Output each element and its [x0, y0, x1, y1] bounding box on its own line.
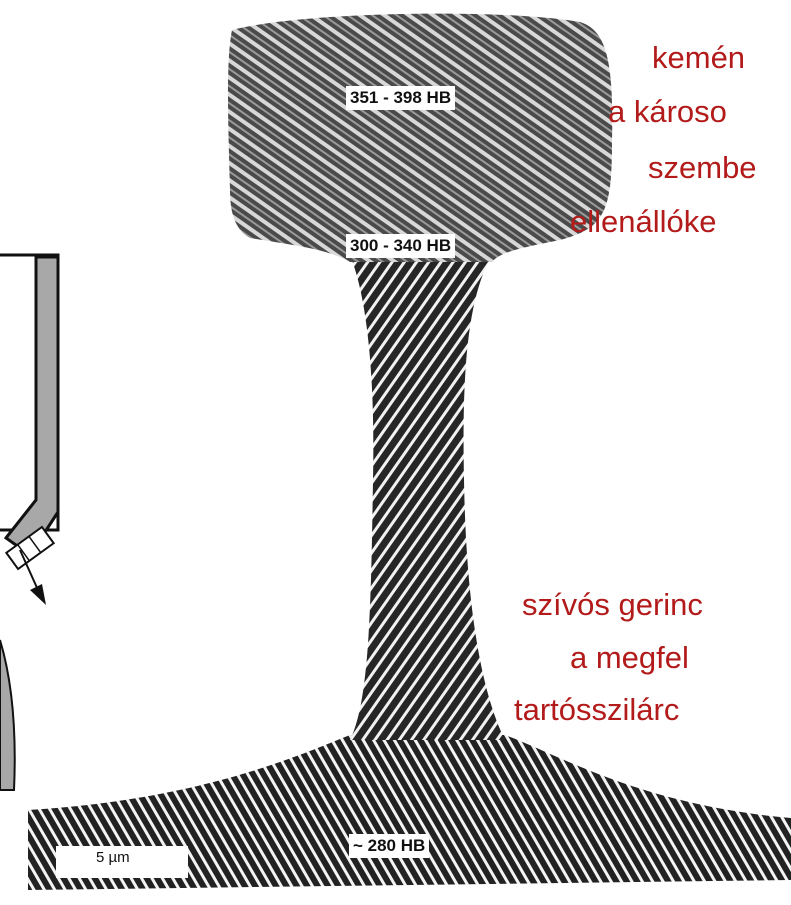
- web-annotation-line-3: tartósszilárc: [514, 690, 679, 729]
- head-annotation-line-2: a károso: [608, 92, 727, 131]
- web-annotation-line-1: szívós gerinc: [522, 585, 703, 624]
- arrow-head-icon: [30, 584, 46, 605]
- head-annotation-line-4: ellenállóke: [570, 202, 717, 241]
- schematic-wheel-edge: [0, 640, 15, 790]
- web-annotation: szívós gerinc a megfel tartósszilárc: [500, 580, 791, 760]
- web-annotation-line-2: a megfel: [570, 638, 689, 677]
- hardness-label-head-bottom: 300 - 340 HB: [346, 234, 455, 258]
- hardness-label-head-top: 351 - 398 HB: [346, 86, 455, 110]
- schematic-inner-line: [6, 257, 36, 538]
- head-annotation-line-1: kemén: [652, 38, 745, 77]
- schematic-gray-wall: [6, 257, 58, 555]
- scale-bar-label: 5 µm: [96, 849, 130, 866]
- head-annotation-line-3: szembe: [648, 148, 757, 187]
- scale-bar-box: 5 µm: [56, 846, 188, 878]
- hardness-label-foot: ~ 280 HB: [349, 834, 429, 858]
- head-annotation: kemén a károso szembe ellenállóke: [520, 30, 791, 270]
- rail-web: [350, 255, 505, 740]
- left-schematic: [0, 255, 58, 790]
